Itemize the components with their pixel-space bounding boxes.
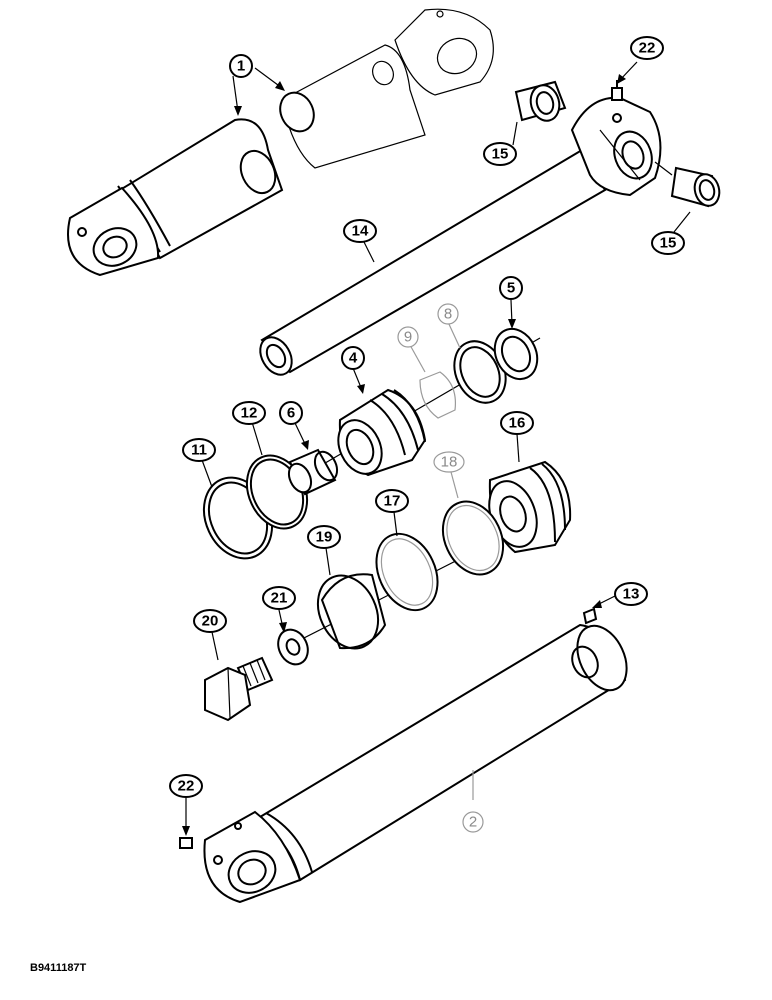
piston-and-seals bbox=[204, 460, 572, 722]
figure-code: B9411187T bbox=[30, 962, 87, 974]
callout-16: 16 bbox=[500, 411, 534, 435]
svg-text:15: 15 bbox=[492, 146, 509, 163]
svg-text:16: 16 bbox=[509, 415, 526, 432]
svg-text:11: 11 bbox=[191, 442, 207, 459]
callout-20: 20 bbox=[193, 609, 227, 633]
leader-lines bbox=[182, 61, 691, 836]
callout-22-bottom: 22 bbox=[169, 774, 203, 798]
piston-rod-assembly bbox=[259, 80, 721, 376]
svg-text:8: 8 bbox=[444, 306, 452, 323]
svg-text:1: 1 bbox=[237, 58, 245, 75]
callout-5: 5 bbox=[499, 276, 523, 300]
cylinder-barrel-upper bbox=[67, 8, 494, 277]
svg-text:15: 15 bbox=[660, 235, 677, 252]
svg-text:21: 21 bbox=[271, 590, 288, 607]
svg-text:4: 4 bbox=[349, 350, 358, 367]
callout-15-right: 15 bbox=[651, 231, 685, 255]
head-and-seals bbox=[202, 327, 541, 560]
svg-text:19: 19 bbox=[316, 529, 333, 546]
callout-12: 12 bbox=[232, 401, 266, 425]
callout-15-left: 15 bbox=[483, 142, 517, 166]
callout-13: 13 bbox=[614, 582, 648, 606]
svg-text:5: 5 bbox=[507, 280, 515, 297]
callout-22-top: 22 bbox=[630, 36, 664, 60]
callout-21: 21 bbox=[262, 586, 296, 610]
svg-text:20: 20 bbox=[202, 613, 219, 630]
svg-text:13: 13 bbox=[623, 586, 640, 603]
callout-9: 9 bbox=[397, 326, 419, 348]
callout-1: 1 bbox=[229, 54, 253, 78]
svg-text:2: 2 bbox=[469, 814, 477, 831]
svg-text:14: 14 bbox=[352, 223, 369, 240]
svg-text:6: 6 bbox=[287, 405, 295, 422]
callout-14: 14 bbox=[343, 219, 377, 243]
callout-2: 2 bbox=[462, 811, 484, 833]
svg-text:22: 22 bbox=[639, 40, 656, 57]
callout-11: 11 bbox=[182, 438, 216, 462]
callout-19: 19 bbox=[307, 525, 341, 549]
callout-17: 17 bbox=[375, 489, 409, 513]
callout-18: 18 bbox=[433, 451, 465, 473]
callout-4: 4 bbox=[341, 346, 365, 370]
callout-8: 8 bbox=[437, 303, 459, 325]
svg-text:18: 18 bbox=[441, 454, 458, 471]
callout-6: 6 bbox=[279, 401, 303, 425]
svg-text:9: 9 bbox=[404, 329, 412, 346]
svg-text:22: 22 bbox=[178, 778, 195, 795]
cylinder-tube-lower bbox=[179, 607, 628, 904]
svg-text:17: 17 bbox=[384, 493, 401, 510]
svg-text:12: 12 bbox=[241, 405, 258, 422]
